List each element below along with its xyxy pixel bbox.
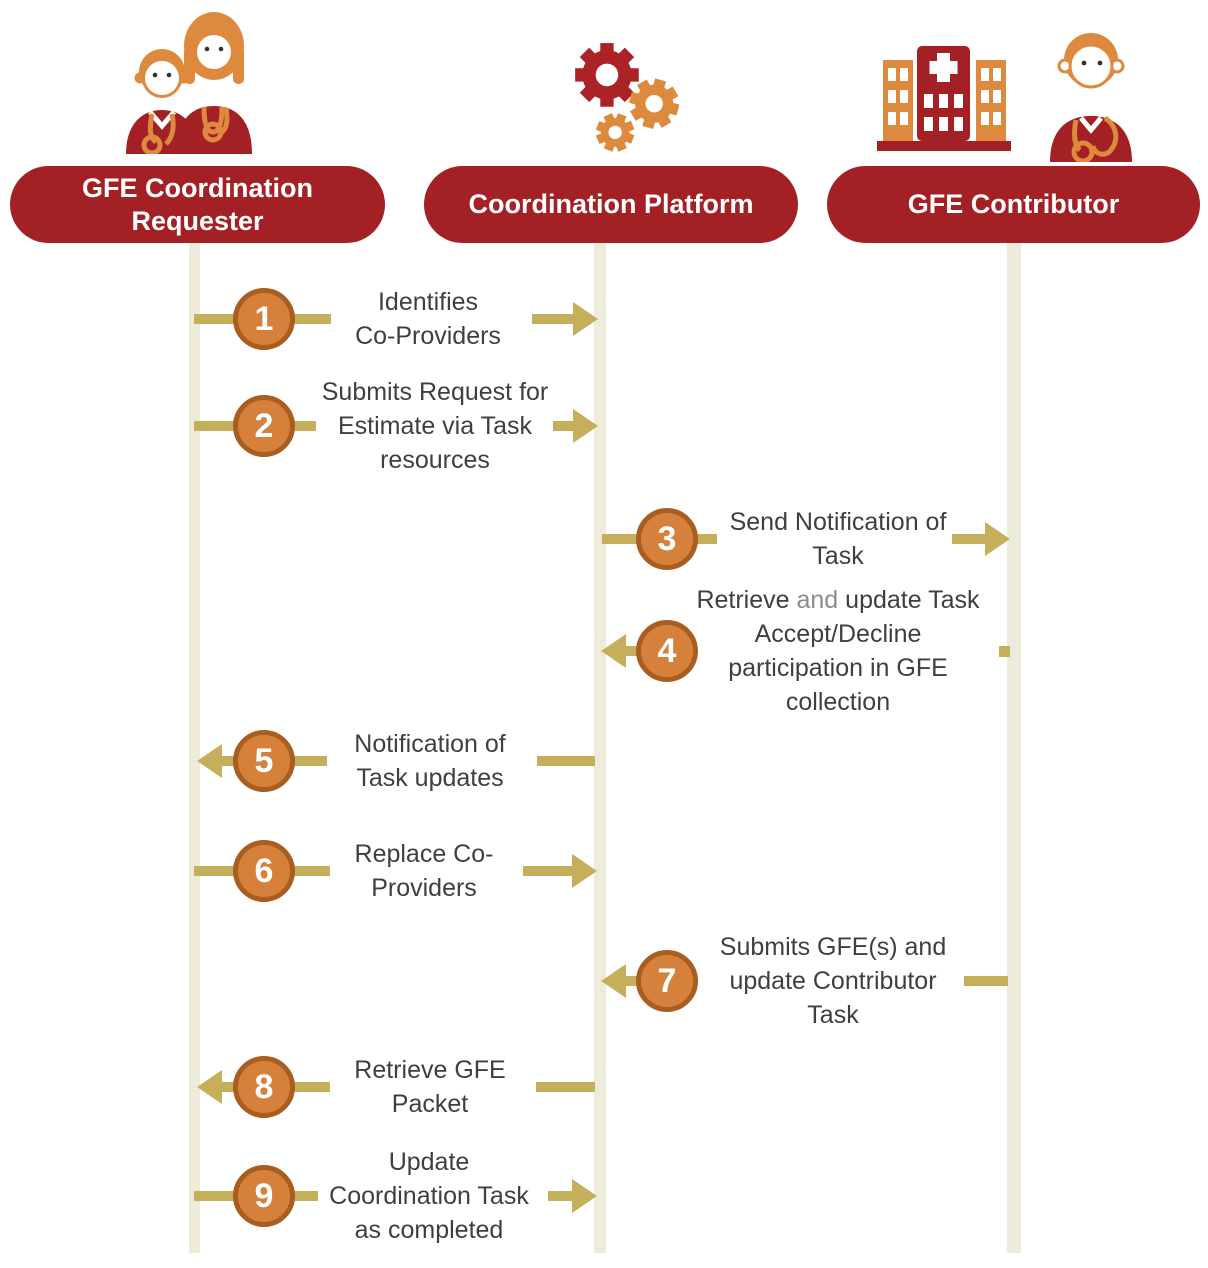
step-4-arrow-shaft	[625, 646, 639, 656]
step-5-arrow-shaft	[537, 756, 595, 766]
step-8-arrow-shaft	[294, 1082, 330, 1092]
step-9-badge: 9	[233, 1165, 295, 1227]
step-8-arrowhead-left	[197, 1070, 222, 1104]
step-4-label: Retrieve and update Task Accept/Decline …	[696, 586, 980, 716]
step-1-arrow-shaft	[294, 314, 331, 324]
step-5-arrow-shaft	[220, 756, 234, 766]
step-8-arrow-shaft	[536, 1082, 595, 1092]
step-6-label: Replace Co- Providers	[354, 840, 494, 902]
step-1-label: Identifies Co-Providers	[355, 288, 501, 350]
step-7-arrowhead-left	[601, 964, 626, 998]
step-1-arrowhead-right	[573, 302, 598, 336]
step-9-arrowhead-right	[572, 1179, 597, 1213]
step-1-badge: 1	[233, 288, 295, 350]
doctor-icon	[1043, 24, 1140, 164]
step-5-badge: 5	[233, 730, 295, 792]
step-7-badge: 7	[636, 950, 698, 1012]
step-7-arrow-shaft	[625, 976, 639, 986]
step-3-arrow-shaft	[952, 534, 986, 544]
lifeline-platform	[594, 243, 606, 1253]
step-2-label: Submits Request for Estimate via Task re…	[321, 378, 549, 474]
step-7-label: Submits GFE(s) and update Contributor Ta…	[719, 933, 947, 1029]
step-4-arrow-tail-stub	[999, 646, 1010, 657]
step-6-arrow-shaft	[194, 866, 234, 876]
step-9-arrow-shaft	[294, 1191, 318, 1201]
step-8-arrow-shaft	[220, 1082, 234, 1092]
step-2-arrow-shaft	[553, 421, 574, 431]
lane-label: GFE Coordination Requester	[82, 172, 313, 236]
lane-header-platform: Coordination Platform	[424, 166, 798, 243]
lane-header-requester: GFE Coordination Requester	[10, 166, 385, 243]
step-6-badge: 6	[233, 840, 295, 902]
step-5-label: Notification of Task updates	[354, 730, 506, 792]
step-6-arrowhead-right	[572, 854, 597, 888]
step-4-arrowhead-left	[601, 634, 626, 668]
step-2-arrowhead-right	[573, 409, 598, 443]
step-3-badge: 3	[636, 508, 698, 570]
lane-label: GFE Contributor	[907, 189, 1120, 219]
gears-icon	[570, 40, 685, 155]
step-1-arrow-shaft	[194, 314, 234, 324]
step-8-label: Retrieve GFE Packet	[354, 1056, 506, 1118]
lane-header-contributor: GFE Contributor	[827, 166, 1200, 243]
step-6-arrow-shaft	[294, 866, 330, 876]
step-7-arrow-shaft	[964, 976, 1008, 986]
co-providers-icon	[114, 4, 264, 156]
step-3-arrow-shaft	[697, 534, 717, 544]
step-3-label: Send Notification of Task	[729, 508, 947, 570]
step-8-badge: 8	[233, 1056, 295, 1118]
step-2-badge: 2	[233, 395, 295, 457]
step-5-arrow-shaft	[294, 756, 327, 766]
step-9-arrow-shaft	[194, 1191, 234, 1201]
step-1-arrow-shaft	[532, 314, 574, 324]
step-4-badge: 4	[636, 620, 698, 682]
step-6-arrow-shaft	[523, 866, 573, 876]
step-9-label: Update Coordination Task as completed	[329, 1148, 529, 1244]
lifeline-contributor	[1007, 243, 1021, 1253]
step-2-arrow-shaft	[294, 421, 316, 431]
hospital-icon	[875, 38, 1015, 153]
step-2-arrow-shaft	[194, 421, 234, 431]
step-3-arrow-shaft	[602, 534, 638, 544]
lane-label: Coordination Platform	[468, 189, 754, 219]
step-5-arrowhead-left	[197, 744, 222, 778]
step-3-arrowhead-right	[985, 522, 1010, 556]
step-9-arrow-shaft	[548, 1191, 573, 1201]
lifeline-requester	[189, 243, 200, 1253]
